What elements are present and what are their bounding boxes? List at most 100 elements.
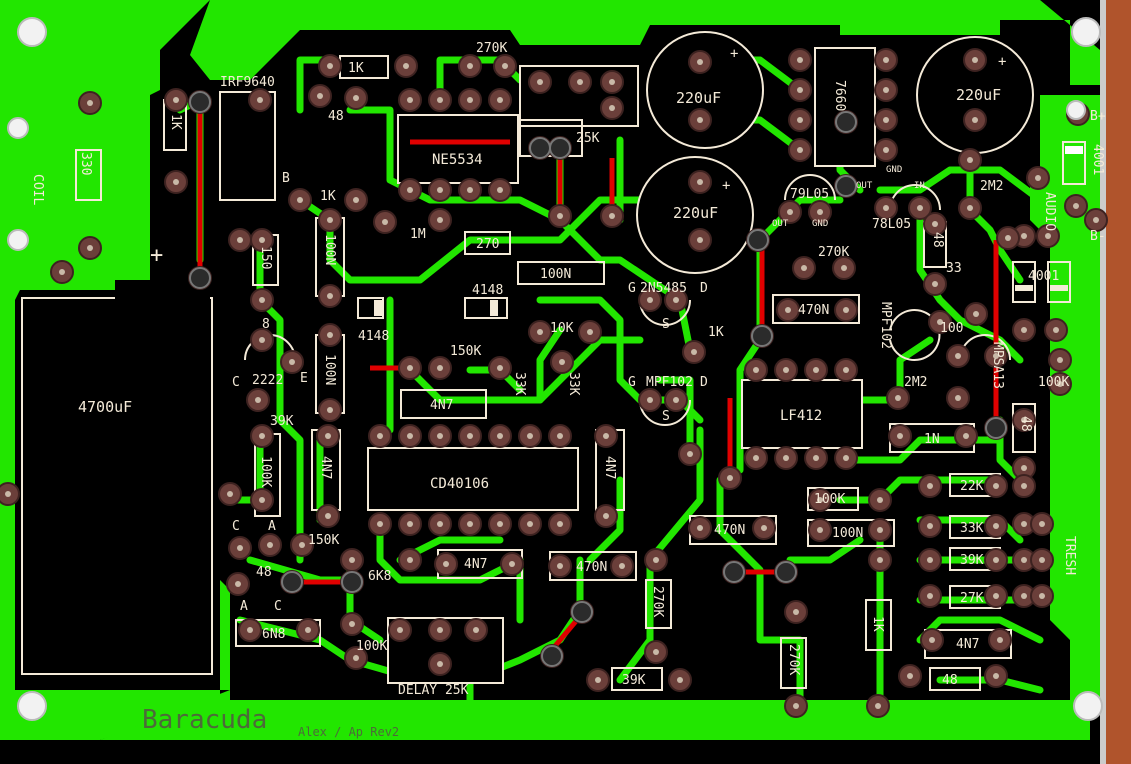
svg-text:4N7: 4N7	[602, 456, 617, 479]
pad-hole	[317, 93, 323, 99]
pad-hole	[691, 349, 697, 355]
via-pad	[835, 111, 857, 133]
svg-text:150K: 150K	[308, 533, 339, 548]
pad-hole	[237, 545, 243, 551]
label-cd40106: CD40106	[430, 476, 489, 492]
pad-hole	[297, 197, 303, 203]
cap-outlines: + + + +	[150, 31, 1034, 274]
pad-hole	[883, 147, 889, 153]
svg-text:4N7: 4N7	[464, 557, 487, 572]
svg-text:E: E	[300, 371, 308, 386]
pad-hole	[559, 359, 565, 365]
svg-text:S: S	[662, 409, 670, 424]
svg-text:470N: 470N	[714, 523, 745, 538]
hole-top-left	[17, 17, 47, 47]
pad-hole	[1021, 233, 1027, 239]
pad-hole	[955, 353, 961, 359]
via-pad	[751, 325, 773, 347]
pad-hole	[1073, 203, 1079, 209]
label-bminus: B-	[1090, 229, 1106, 244]
pad-hole	[883, 117, 889, 123]
svg-text:1K: 1K	[320, 189, 336, 204]
pad-hole	[927, 593, 933, 599]
pad-hole	[785, 307, 791, 313]
pad-hole	[603, 433, 609, 439]
svg-text:100K: 100K	[1038, 375, 1069, 390]
hole-bottom-left	[17, 691, 47, 721]
svg-text:100N: 100N	[322, 354, 337, 385]
label-mpsa13: MPSA13	[990, 342, 1005, 389]
pad-hole	[877, 497, 883, 503]
pad-hole	[327, 407, 333, 413]
pad-hole	[353, 197, 359, 203]
pad-hole	[797, 117, 803, 123]
label-mpf102-b: MPF102	[878, 302, 893, 349]
pad-hole	[609, 79, 615, 85]
pad-hole	[1021, 327, 1027, 333]
pad-hole	[497, 97, 503, 103]
svg-text:D: D	[700, 281, 708, 296]
svg-text:27K: 27K	[960, 591, 984, 606]
svg-text:8: 8	[262, 317, 270, 332]
svg-text:100K: 100K	[814, 492, 845, 507]
pad-hole	[5, 491, 11, 497]
pad-hole	[883, 205, 889, 211]
pad-hole	[497, 433, 503, 439]
svg-text:270K: 270K	[650, 586, 665, 617]
svg-text:A: A	[240, 599, 248, 614]
svg-text:OUT: OUT	[772, 219, 789, 229]
pad-hole	[353, 95, 359, 101]
pad-hole	[259, 433, 265, 439]
pad-hole	[437, 521, 443, 527]
pad-hole	[801, 265, 807, 271]
pad-hole	[235, 581, 241, 587]
pad-hole	[537, 79, 543, 85]
pad-hole	[509, 561, 515, 567]
pad-hole	[783, 367, 789, 373]
pad-hole	[1057, 381, 1063, 387]
svg-text:330: 330	[78, 152, 93, 175]
pad-hole	[843, 367, 849, 373]
pad-hole	[259, 297, 265, 303]
pad-hole	[697, 237, 703, 243]
copper-pours	[0, 0, 1100, 740]
pad-hole	[407, 433, 413, 439]
svg-text:6N8: 6N8	[262, 627, 285, 642]
pad-hole	[537, 329, 543, 335]
label-irf9640: IRF9640	[220, 75, 275, 90]
svg-text:100N: 100N	[540, 267, 571, 282]
via-pad	[529, 137, 551, 159]
svg-text:48: 48	[256, 565, 272, 580]
pad-hole	[527, 433, 533, 439]
svg-text:6K8: 6K8	[368, 569, 391, 584]
pad-hole	[697, 59, 703, 65]
pad-hole	[897, 433, 903, 439]
pad-hole	[993, 673, 999, 679]
pad-hole	[595, 677, 601, 683]
pad-hole	[797, 87, 803, 93]
pad-hole	[813, 367, 819, 373]
pad-hole	[687, 451, 693, 457]
pad-hole	[227, 491, 233, 497]
svg-text:48: 48	[942, 673, 958, 688]
pad-hole	[843, 307, 849, 313]
pad-hole	[467, 97, 473, 103]
svg-text:270K: 270K	[818, 245, 849, 260]
svg-text:33: 33	[946, 261, 962, 276]
svg-text:S: S	[662, 317, 670, 332]
svg-text:4001: 4001	[1028, 269, 1059, 284]
pad-hole	[87, 100, 93, 106]
svg-text:270K: 270K	[786, 644, 801, 675]
pad-hole	[407, 365, 413, 371]
svg-text:33K: 33K	[960, 521, 984, 536]
pad-hole	[917, 205, 923, 211]
label-79l05: 79L05	[790, 187, 829, 202]
label-delay: DELAY 25K	[398, 683, 469, 698]
pad-hole	[497, 187, 503, 193]
pad-hole	[497, 521, 503, 527]
pad-hole	[1021, 465, 1027, 471]
pad-hole	[877, 557, 883, 563]
via-pad	[341, 571, 363, 593]
pad-hole	[1021, 593, 1027, 599]
pad-hole	[247, 627, 253, 633]
